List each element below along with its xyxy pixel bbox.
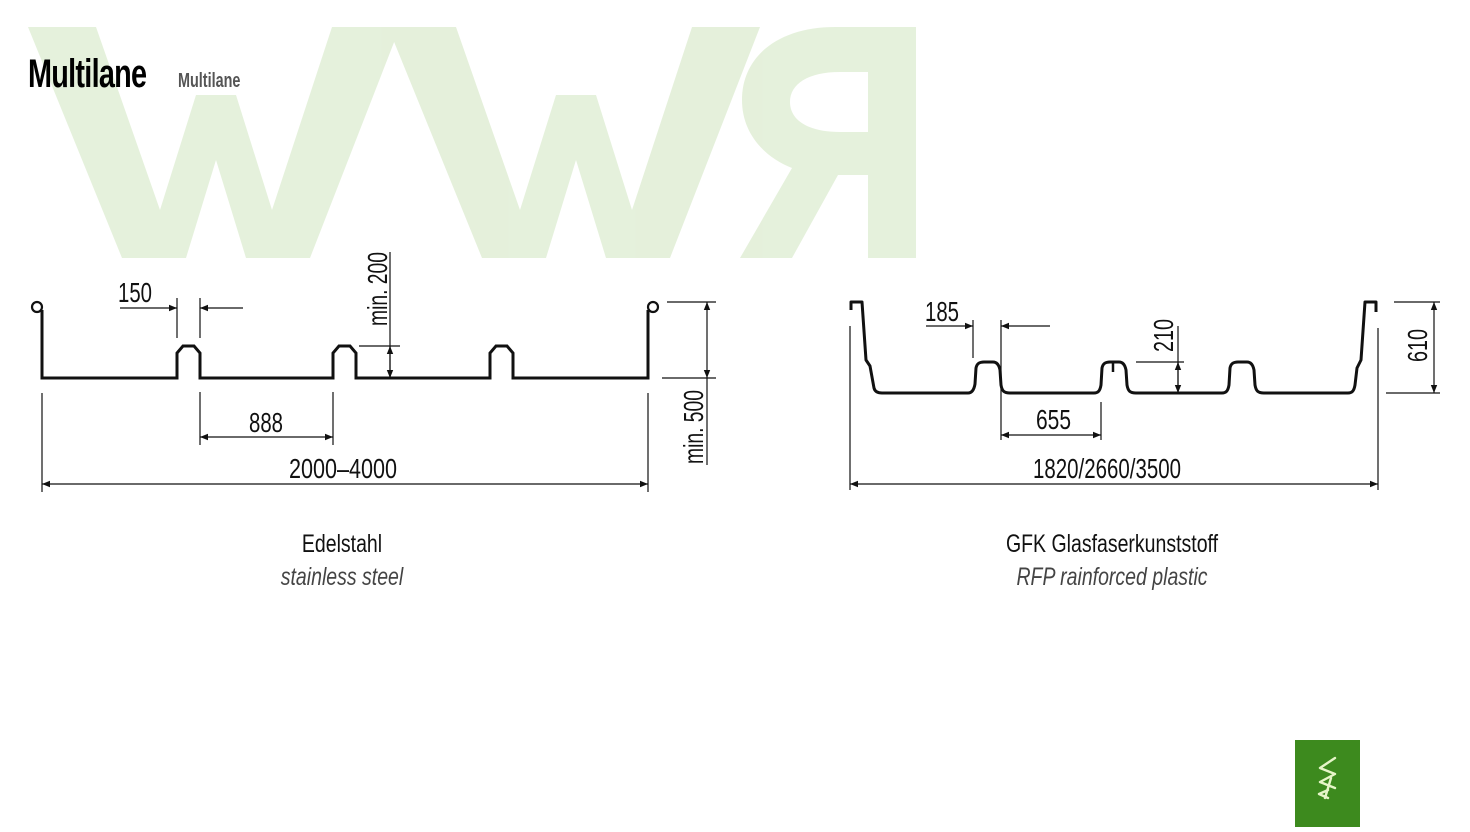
gfk-dimension-labels: 185 655 1820/2660/3500 210 610	[925, 296, 1433, 484]
gfk-edge-height-label: 610	[1402, 329, 1433, 362]
gfk-total-width-label: 1820/2660/3500	[1033, 453, 1181, 484]
wwr-logo-icon	[1317, 756, 1337, 800]
stainless-caption: Edelstahl stainless steel	[142, 530, 542, 592]
stainless-material-en: stainless steel	[280, 563, 404, 591]
gfk-material-en: RFP rainforced plastic	[1016, 563, 1208, 591]
stainless-edge-height-label: min. 500	[678, 390, 709, 464]
wwr-logo	[1295, 740, 1360, 827]
gfk-dimensions	[849, 301, 1440, 490]
stainless-dimension-labels: 150 888 2000–4000 min. 200 min. 500	[118, 252, 709, 484]
stainless-rib-height-label: min. 200	[362, 252, 393, 326]
stainless-rib-width-label: 150	[118, 277, 152, 308]
stainless-rib-spacing-label: 888	[249, 407, 283, 438]
stainless-total-width-label: 2000–4000	[289, 453, 397, 484]
gfk-material-de: GFK Glasfaserkunststoff	[1005, 530, 1219, 558]
stainless-profile	[30, 300, 660, 380]
stainless-material-de: Edelstahl	[301, 530, 383, 558]
gfk-rib-spacing-label: 655	[1036, 404, 1071, 435]
gfk-caption: GFK Glasfaserkunststoff RFP rainforced p…	[912, 530, 1312, 592]
stainless-dimensions	[41, 252, 716, 492]
gfk-rib-width-label: 185	[925, 296, 959, 327]
page-title-group: Multilane Multilane	[28, 52, 265, 97]
gfk-rib-height-label: 210	[1148, 319, 1179, 352]
gfk-profile	[849, 300, 1378, 395]
page-subtitle: Multilane	[178, 70, 241, 92]
page-title: Multilane	[28, 52, 147, 96]
